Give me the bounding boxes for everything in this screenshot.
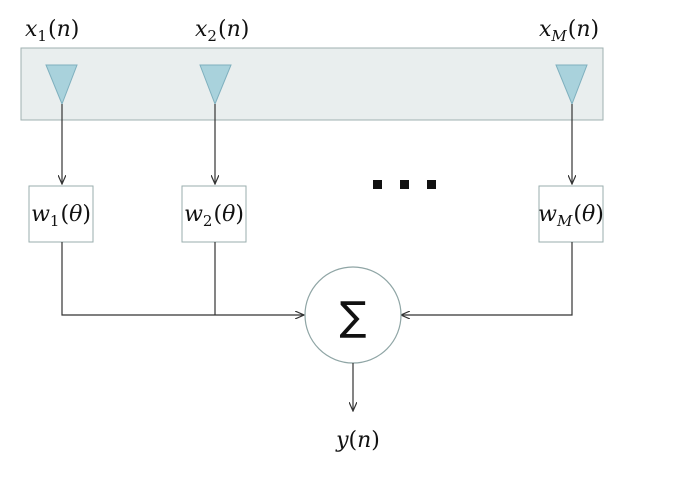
ellipsis-dot-2 (400, 180, 409, 189)
ellipsis-dot-3 (427, 180, 436, 189)
sigma-symbol: ∑ (340, 294, 367, 340)
output-label: y(n) (335, 428, 380, 453)
weight-label-2: w2(θ) (184, 202, 244, 230)
sensor-icon-m (555, 64, 588, 106)
weight-box-2 (181, 185, 247, 243)
input-label-2: x2(n) (195, 17, 249, 45)
input-label-1: x1(n) (25, 17, 79, 45)
sensor-icon-2 (199, 64, 232, 106)
weight-label-1: w1(θ) (31, 202, 91, 230)
weight-box-1 (28, 185, 94, 243)
wire-weight-m-to-summer (401, 242, 573, 315)
weight-label-m: wM(θ) (538, 202, 604, 230)
sensor-array-band (20, 47, 604, 121)
wire-weight-1-to-summer (61, 242, 304, 315)
input-label-m: xM(n) (539, 17, 599, 45)
ellipsis-dot-1 (373, 180, 382, 189)
weight-box-m (538, 185, 604, 243)
sensor-icon-1 (45, 64, 78, 106)
